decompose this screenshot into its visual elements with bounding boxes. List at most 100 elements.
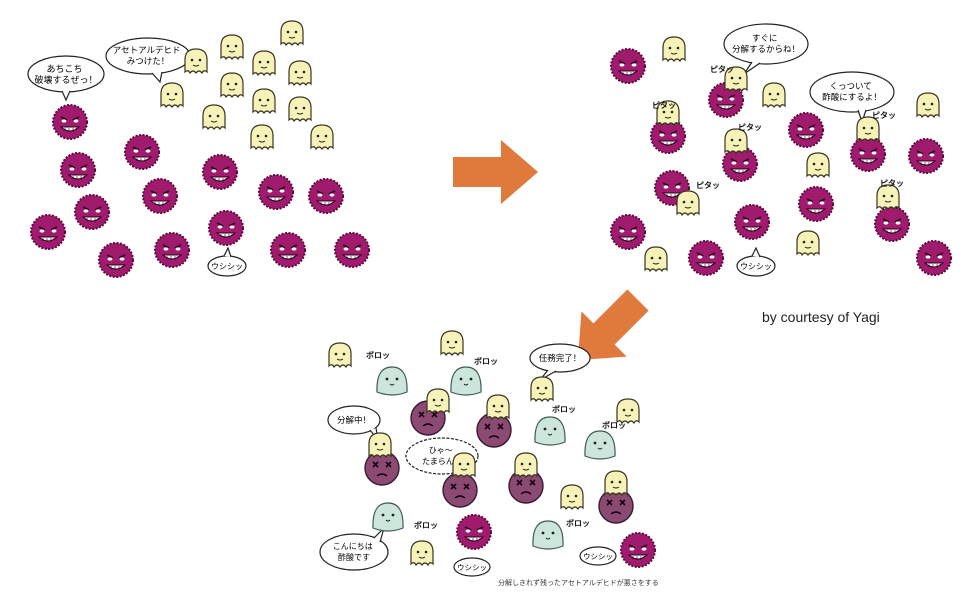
- enzyme-ghost: [762, 82, 786, 108]
- bad-molecule: [142, 178, 178, 214]
- sfx-stick: ピタッ ピタッ ピタッ ピタッ ピタッ ピタッ: [652, 64, 904, 190]
- bubble-decompose-text: すぐに 分解するからね！: [732, 34, 800, 55]
- acetic-acid: [450, 366, 482, 396]
- bad-molecule: [30, 214, 66, 250]
- bubble-bad-line1: あちこち: [47, 64, 83, 75]
- svg-text:ピタッ: ピタッ: [696, 180, 720, 190]
- enzyme-ghost: [796, 230, 820, 256]
- acetic-acid: [376, 366, 408, 396]
- sfx-crumble: ボロッ ボロッ ボロッ ボロッ ボロッ ボロッ: [366, 350, 626, 530]
- enzyme-ghost: [220, 34, 244, 60]
- svg-text:ボロッ: ボロッ: [414, 520, 438, 530]
- bubble-hello-text: こんにちは 酢酸です: [333, 542, 376, 562]
- enzyme-ghost: [916, 92, 940, 118]
- panel-top-left: あちこち 破壊するぜっ！ アセトアルデヒド みつけた！: [27, 20, 370, 278]
- enzyme-ghost: [280, 20, 304, 46]
- bad-molecule: [258, 174, 294, 210]
- damaged-cell: [442, 472, 478, 508]
- enzyme-ghost: [426, 388, 450, 414]
- bad-molecule: [798, 186, 834, 222]
- arrow-right: [453, 140, 538, 204]
- bad-molecule: [202, 154, 238, 190]
- bad-molecule: [74, 194, 110, 230]
- enzyme-ghost: [604, 470, 628, 496]
- bad-molecule: [60, 152, 96, 188]
- svg-text:ピタッ: ピタッ: [880, 178, 904, 188]
- bubble-bad-text: あちこち 破壊するぜっ！: [34, 64, 97, 86]
- speech-bubble-laugh: ウシシッ: [579, 546, 617, 566]
- bubble-laugh-text-b1: ウシシッ: [457, 563, 487, 572]
- credit-text: by courtesy of Yagi: [762, 309, 880, 325]
- bad-molecule: [334, 232, 370, 268]
- svg-text:ピタッ: ピタッ: [652, 100, 676, 110]
- speech-bubble-bad: あちこち 破壊するぜっ！: [27, 55, 105, 102]
- enzyme-ghost: [368, 432, 392, 458]
- bad-molecule: [456, 514, 492, 550]
- speech-bubble-acetic: くっついて 酢酸にするよ！: [809, 71, 895, 124]
- enzyme-ghost: [310, 124, 334, 150]
- enzyme-ghost: [644, 246, 668, 272]
- bubble-laugh-text-b2: ウシシッ: [583, 552, 613, 561]
- bad-molecule: [154, 232, 190, 268]
- bad-molecule: [610, 214, 646, 250]
- enzyme-ghost: [676, 190, 700, 216]
- panel-bottom: 任務完了！ 分解中！ ひゃ〜 たまらんっ こんにちは 酢酸です: [319, 330, 656, 577]
- enzyme-ghost: [616, 398, 640, 424]
- enzyme-ghost: [160, 82, 184, 108]
- enzyme-ghost: [328, 342, 352, 368]
- enzyme-ghost: [724, 128, 748, 154]
- damaged-cell: [364, 450, 400, 486]
- bubble-complete-text: 任務完了！: [539, 353, 582, 364]
- bad-molecule: [98, 242, 134, 278]
- speech-bubble-laugh: ウシシッ: [207, 246, 247, 277]
- damaged-cell: [476, 412, 512, 448]
- bubble-laugh-text-tl: ウシシッ: [211, 262, 243, 271]
- enzyme-ghost: [288, 96, 312, 122]
- enzyme-ghost: [486, 394, 510, 420]
- enzyme-ghost: [514, 452, 538, 478]
- enzyme-ghost: [806, 152, 830, 178]
- svg-text:ボロッ: ボロッ: [552, 404, 576, 414]
- enzyme-ghost: [220, 72, 244, 98]
- enzyme-ghost: [252, 88, 276, 114]
- enzyme-ghost: [288, 60, 312, 86]
- bad-molecule: [850, 136, 886, 172]
- enzyme-ghost: [410, 540, 434, 566]
- bubble-working-text: 分解中！: [337, 415, 371, 426]
- svg-text:ボロッ: ボロッ: [366, 350, 390, 360]
- bad-molecule: [874, 206, 910, 242]
- panel-top-right: すぐに 分解するからね！ くっついて 酢酸にするよ！: [610, 23, 952, 277]
- svg-text:ピタッ: ピタッ: [738, 122, 762, 132]
- speech-bubble-complete: 任務完了！: [529, 343, 591, 381]
- enzyme-ghost: [202, 104, 226, 130]
- bad-molecule: [124, 134, 160, 170]
- enzyme-ghost: [250, 124, 274, 150]
- enzyme-ghost: [184, 48, 208, 74]
- bubble-scream-text: ひゃ〜 たまらんっ: [422, 446, 462, 466]
- bubble-laugh-text-tr: ウシシッ: [740, 262, 772, 271]
- speech-bubble-laugh: ウシシッ: [453, 557, 491, 577]
- svg-text:ボロッ: ボロッ: [566, 518, 590, 528]
- bad-molecule: [788, 112, 824, 148]
- bubble-bad-line2: 破壊するぜっ！: [34, 74, 97, 86]
- enzyme-ghost: [452, 452, 476, 478]
- svg-text:ボロッ: ボロッ: [602, 420, 626, 430]
- bad-molecule: [722, 146, 758, 182]
- bubble-good-text: アセトアルデヒド みつけた！: [113, 45, 183, 67]
- speech-bubble-good: アセトアルデヒド みつけた！: [105, 37, 191, 84]
- bad-molecule: [610, 48, 646, 84]
- bad-molecule: [620, 532, 656, 568]
- bad-molecule: [52, 104, 88, 140]
- svg-text:ピタッ: ピタッ: [710, 64, 734, 74]
- enzyme-ghost: [876, 184, 900, 210]
- bad-molecule: [734, 204, 770, 240]
- bubble-acetic-text: くっついて 酢酸にするよ！: [822, 82, 882, 103]
- svg-text:ボロッ: ボロッ: [474, 356, 498, 366]
- bad-molecule: [308, 178, 344, 214]
- enzyme-ghost: [560, 484, 584, 510]
- enzyme-ghost: [252, 50, 276, 76]
- speech-bubble-hello: こんにちは 酢酸です: [319, 525, 389, 571]
- enzyme-ghost: [530, 376, 554, 402]
- caption-text: 分解しきれず残ったアセトアルデヒドが悪さをする: [498, 579, 659, 587]
- speech-bubble-laugh: ウシシッ: [736, 246, 776, 277]
